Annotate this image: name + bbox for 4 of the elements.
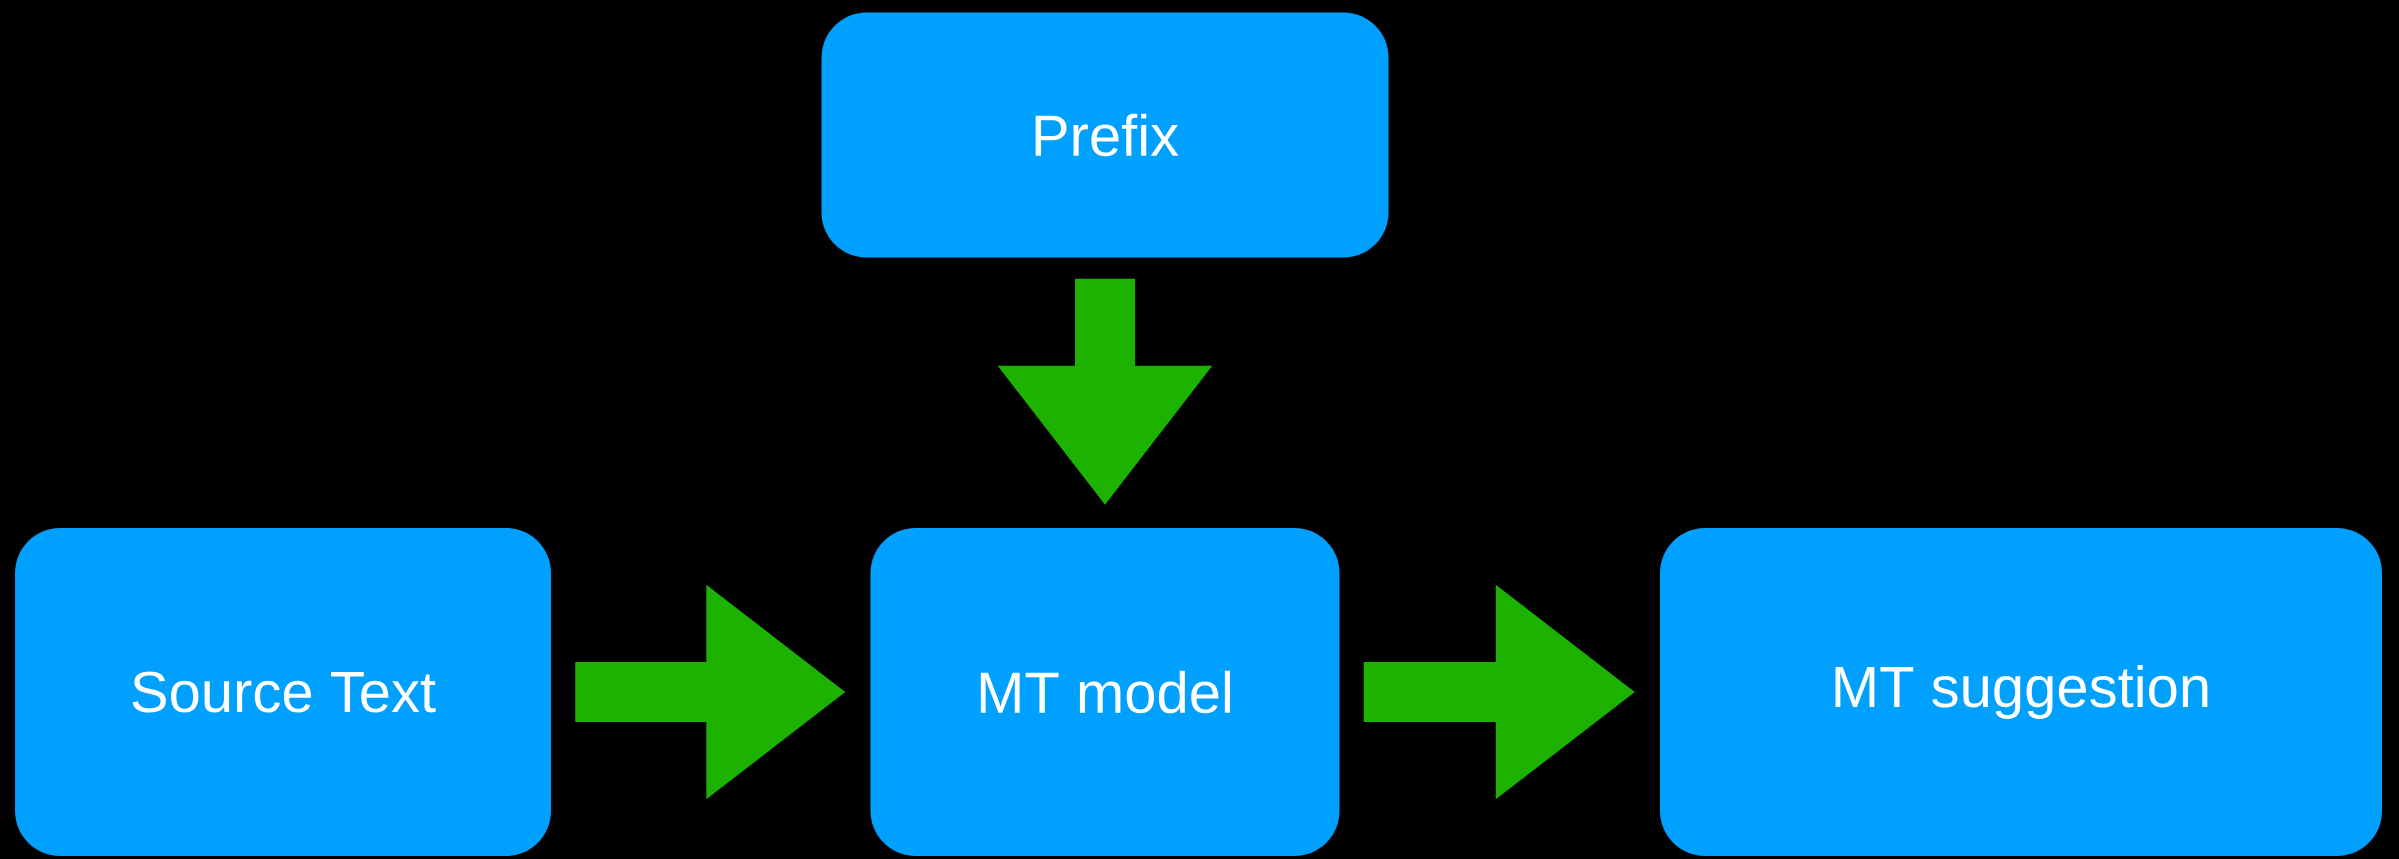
process-box: MT model [870,528,1340,856]
process-box: MT suggestion [1660,528,2382,856]
process-box: Source Text [15,528,551,856]
process-box: Prefix [821,12,1389,258]
